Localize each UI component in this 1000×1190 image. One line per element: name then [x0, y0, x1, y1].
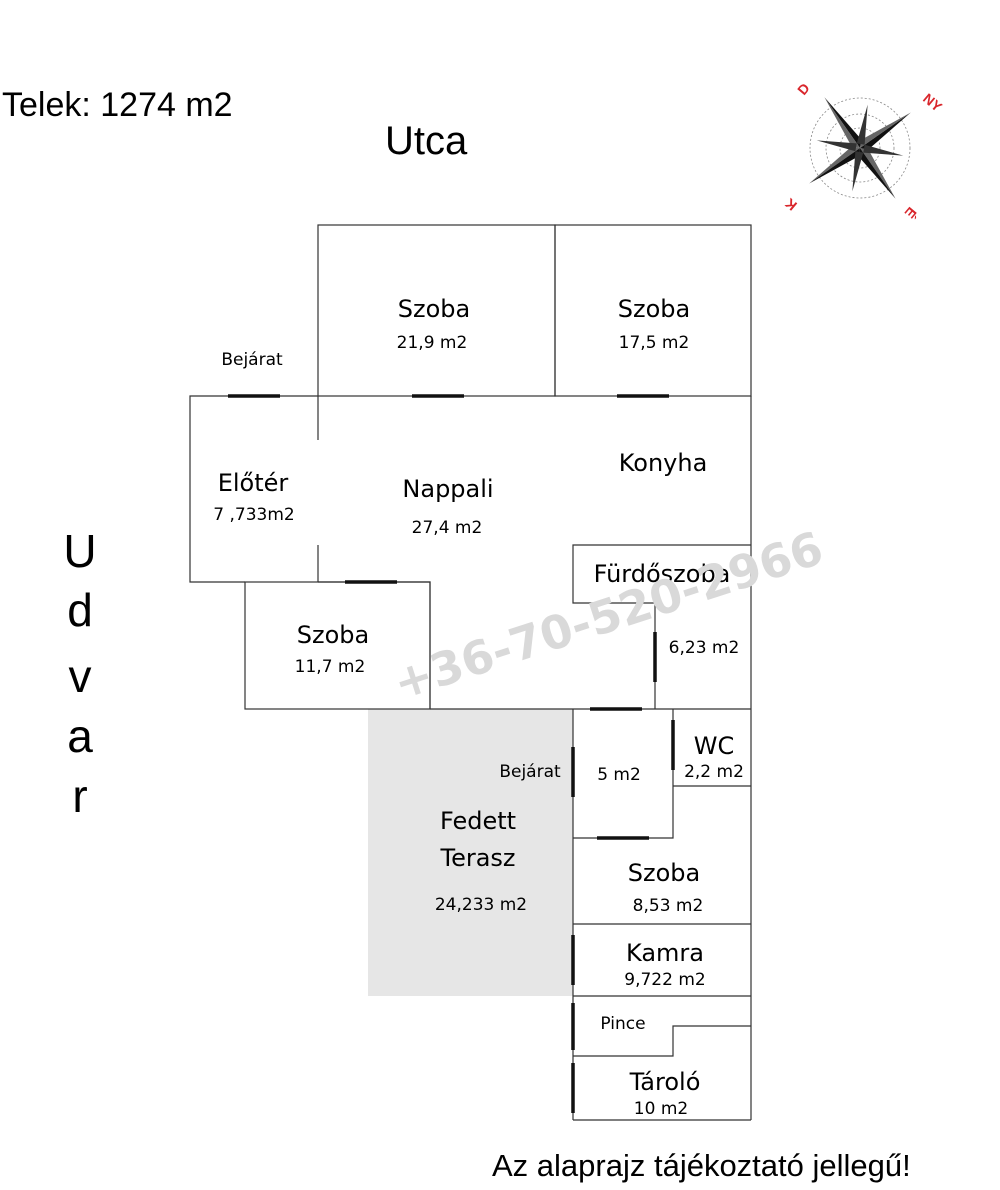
compass-icon: NY D K É	[782, 80, 946, 222]
svg-text:a: a	[67, 710, 93, 762]
svg-text:Pince: Pince	[600, 1014, 645, 1034]
compass-letter-d: D	[794, 80, 813, 98]
room-tarolo: Tároló 10 m2	[629, 1068, 701, 1119]
room-pince: Pince	[600, 1014, 645, 1034]
svg-text:9,722 m2: 9,722 m2	[624, 970, 705, 990]
entrance-label-terrace: Bejárat	[499, 762, 561, 782]
doors	[228, 394, 675, 1113]
svg-text:Szoba: Szoba	[628, 859, 700, 887]
svg-text:Fürdőszoba: Fürdőszoba	[594, 560, 731, 588]
room-szoba-3: Szoba 11,7 m2	[295, 621, 370, 677]
svg-text:27,4 m2: 27,4 m2	[412, 518, 483, 538]
svg-text:5 m2: 5 m2	[597, 765, 641, 785]
plot-size-label: Telek: 1274 m2	[2, 86, 233, 124]
street-label: Utca	[385, 119, 468, 163]
svg-text:WC: WC	[694, 732, 735, 760]
svg-text:17,5 m2: 17,5 m2	[619, 333, 690, 353]
compass-letter-ny: NY	[920, 90, 946, 115]
phone-watermark: +36-70-520-2966	[387, 521, 830, 711]
svg-text:Szoba: Szoba	[618, 295, 690, 323]
svg-text:6,23 m2: 6,23 m2	[669, 638, 740, 658]
room-eloter: Előtér 7 ,733m2	[213, 469, 294, 525]
disclaimer-text: Az alaprajz tájékoztató jellegű!	[492, 1148, 911, 1183]
room-furdoszoba: Fürdőszoba 6,23 m2	[594, 560, 740, 658]
svg-text:10 m2: 10 m2	[634, 1099, 688, 1119]
svg-text:2,2 m2: 2,2 m2	[684, 762, 744, 782]
svg-text:24,233 m2: 24,233 m2	[435, 895, 527, 915]
svg-text:U: U	[63, 525, 96, 577]
svg-text:v: v	[69, 650, 92, 702]
room-nappali: Nappali 27,4 m2	[402, 475, 493, 538]
svg-text:Szoba: Szoba	[297, 621, 369, 649]
svg-text:Előtér: Előtér	[218, 469, 289, 497]
room-kamra: Kamra 9,722 m2	[624, 939, 705, 990]
svg-text:r: r	[72, 770, 87, 822]
svg-text:Fedett: Fedett	[440, 807, 516, 835]
terrace-area	[368, 709, 573, 996]
yard-label: U d v a r	[63, 525, 96, 822]
svg-text:Konyha: Konyha	[619, 449, 708, 477]
room-szoba-1: Szoba 21,9 m2	[397, 295, 471, 353]
compass-letter-k: K	[782, 195, 800, 214]
svg-text:Terasz: Terasz	[439, 844, 515, 872]
svg-text:d: d	[67, 584, 93, 636]
svg-text:8,53 m2: 8,53 m2	[633, 896, 704, 916]
svg-text:Szoba: Szoba	[398, 295, 470, 323]
svg-text:Nappali: Nappali	[402, 475, 493, 503]
svg-text:Tároló: Tároló	[629, 1068, 701, 1096]
room-szoba-4: Szoba 8,53 m2	[628, 859, 704, 916]
room-konyha: Konyha	[619, 449, 708, 477]
room-hall-small: 5 m2	[597, 765, 641, 785]
svg-text:11,7 m2: 11,7 m2	[295, 657, 366, 677]
svg-text:21,9 m2: 21,9 m2	[397, 333, 468, 353]
compass-letter-e: É	[902, 204, 920, 221]
room-szoba-2: Szoba 17,5 m2	[618, 295, 690, 353]
svg-text:7 ,733m2: 7 ,733m2	[213, 505, 294, 525]
room-wc: WC 2,2 m2	[684, 732, 744, 782]
room-fedett-terasz: Fedett Terasz 24,233 m2	[435, 807, 527, 915]
svg-text:Kamra: Kamra	[626, 939, 704, 967]
entrance-label-north: Bejárat	[221, 350, 283, 370]
